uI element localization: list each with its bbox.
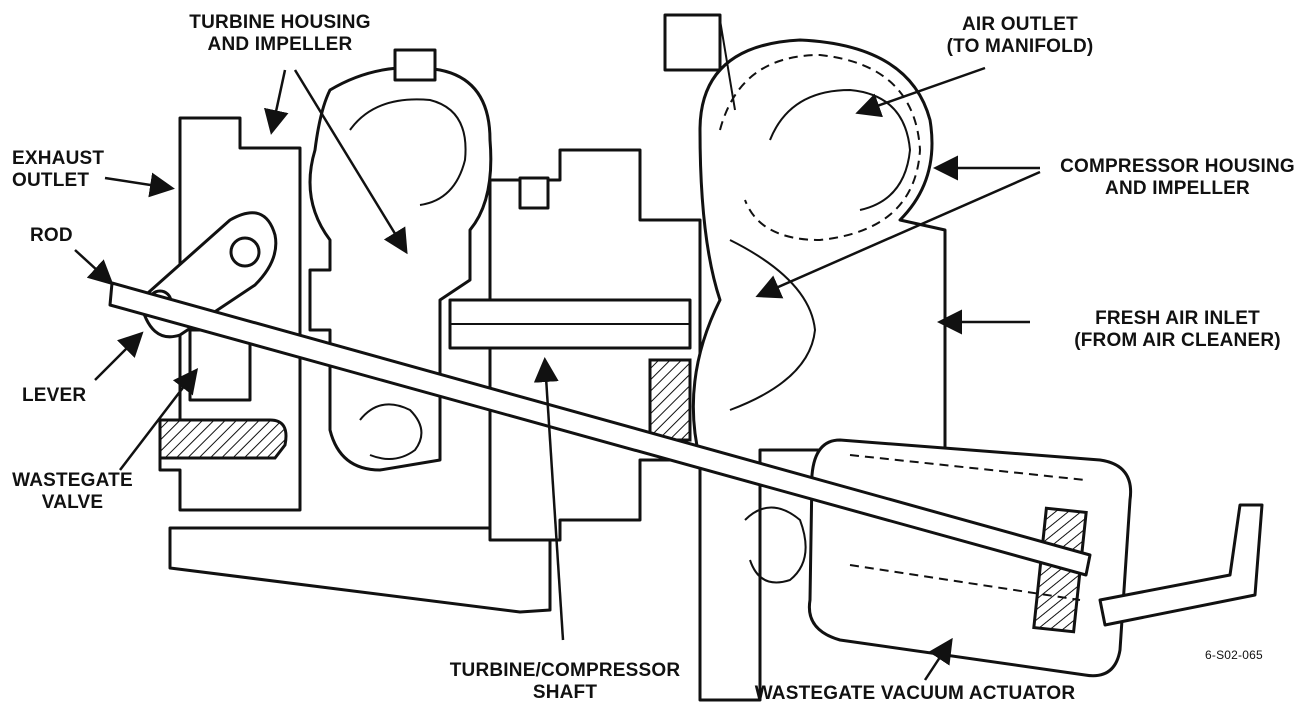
actuator-spring [849, 454, 1086, 601]
turbine-volute-lower [359, 403, 423, 460]
leader-air-outlet [855, 66, 986, 118]
mounting-flange [168, 526, 552, 614]
label-wastegate-valve-line2: VALVE [41, 492, 104, 513]
label-lever-text: LEVER [22, 385, 87, 406]
leader-lever [94, 331, 144, 381]
label-turbine-housing: TURBINE HOUSING AND IMPELLER [170, 12, 390, 56]
label-turbine-housing-line2: AND IMPELLER [207, 34, 353, 55]
leader-turbine-1 [264, 69, 289, 135]
label-wastegate-valve-line1: WASTEGATE [12, 470, 133, 491]
label-lever: LEVER [22, 385, 86, 407]
turbine-volute-inner [349, 98, 467, 206]
figure-reference: 6-S02-065 [1205, 644, 1263, 666]
label-vacuum-actuator: WASTEGATE VACUUM ACTUATOR [735, 683, 1095, 705]
label-shaft-line1: TURBINE/COMPRESSOR [449, 660, 681, 681]
leader-exhaust [104, 172, 175, 198]
label-shaft: TURBINE/COMPRESSOR SHAFT [440, 660, 690, 704]
compressor-clamp-strap [719, 19, 736, 111]
label-fresh-air-inlet-line1: FRESH AIR INLET [1095, 308, 1260, 329]
compressor-scroll-dashed [719, 53, 922, 242]
label-exhaust-outlet: EXHAUST OUTLET [12, 148, 104, 192]
lever-pivot [229, 236, 261, 268]
label-fresh-air-inlet: FRESH AIR INLET (FROM AIR CLEANER) [1050, 308, 1305, 352]
label-turbine-housing-line1: TURBINE HOUSING [189, 12, 371, 33]
leader-turbine-2 [293, 69, 408, 255]
label-wastegate-valve: WASTEGATE VALVE [5, 470, 140, 514]
label-rod-text: ROD [30, 225, 73, 246]
label-exhaust-outlet-line1: EXHAUST [12, 148, 105, 169]
compressor-housing [691, 38, 947, 702]
compressor-lower-volute [744, 506, 807, 584]
vacuum-hose-fitting [1098, 503, 1264, 627]
compressor-impeller [729, 239, 817, 411]
label-vacuum-actuator-text: WASTEGATE VACUUM ACTUATOR [754, 683, 1076, 704]
leader-compressor-2 [755, 170, 1041, 299]
label-rod: ROD [30, 225, 73, 247]
figure-reference-text: 6-S02-065 [1205, 648, 1263, 662]
label-fresh-air-inlet-line2: (FROM AIR CLEANER) [1074, 330, 1281, 351]
wastegate-flap-hatch [158, 418, 288, 460]
compressor-clamp [663, 13, 722, 72]
compressor-volute-outlet [769, 88, 912, 211]
leader-rod [74, 249, 114, 286]
label-air-outlet: AIR OUTLET (TO MANIFOLD) [920, 14, 1120, 58]
label-compressor-housing: COMPRESSOR HOUSING AND IMPELLER [1045, 156, 1310, 200]
leader-shaft [533, 357, 565, 641]
actuator-rod [108, 281, 1092, 577]
label-compressor-housing-line2: AND IMPELLER [1105, 178, 1250, 199]
shaft-collar [648, 358, 692, 442]
housing-bolt [518, 176, 550, 210]
leader-valve [119, 368, 199, 471]
label-exhaust-outlet-line2: OUTLET [12, 170, 90, 191]
label-compressor-housing-line1: COMPRESSOR HOUSING [1060, 156, 1295, 177]
label-air-outlet-line1: AIR OUTLET [962, 14, 1078, 35]
leader-actuator [923, 637, 953, 681]
turbine-top-boss [393, 48, 437, 82]
label-air-outlet-line2: (TO MANIFOLD) [946, 36, 1094, 57]
label-shaft-line2: SHAFT [532, 682, 598, 703]
